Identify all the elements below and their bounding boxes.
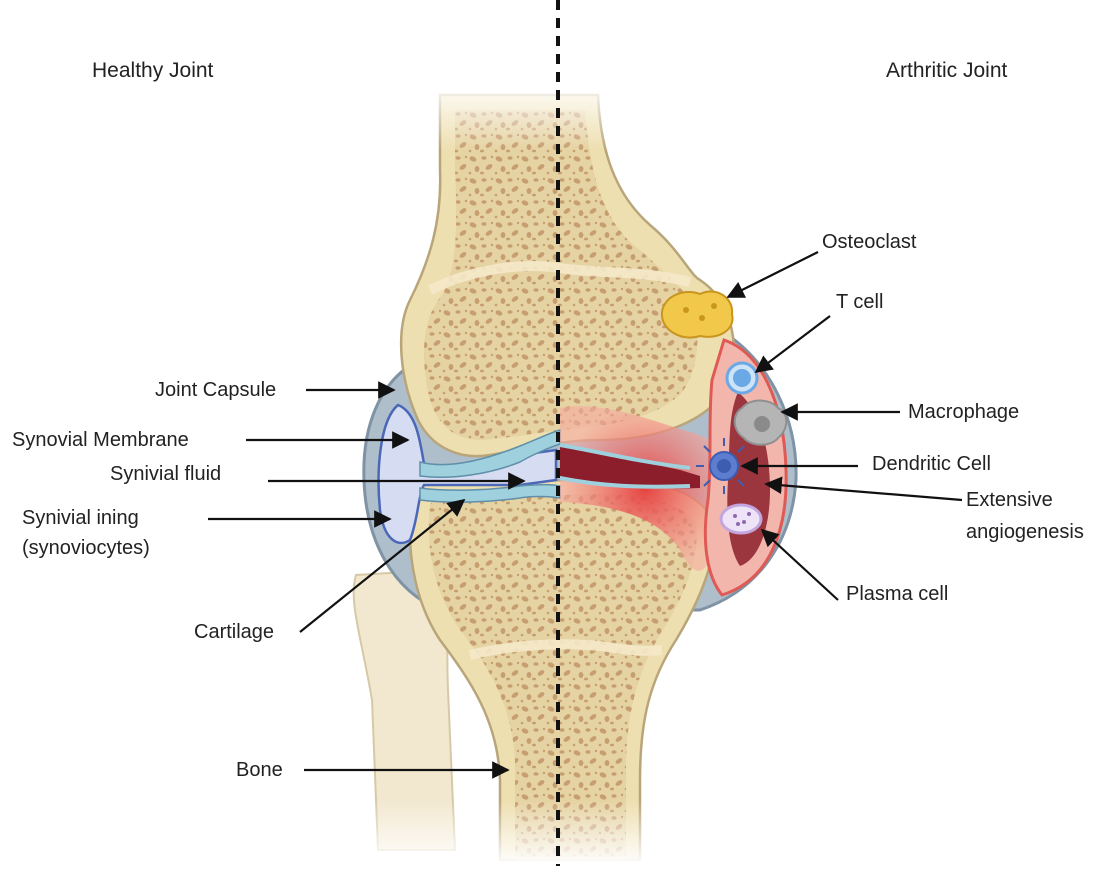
macrophage-icon — [735, 401, 787, 445]
label-synovial-lining: Synivial ining — [22, 506, 139, 530]
label-cartilage: Cartilage — [194, 620, 274, 644]
plasma-cell-icon — [721, 505, 761, 533]
label-macrophage: Macrophage — [908, 400, 1019, 424]
label-dendritic-cell: Dendritic Cell — [872, 452, 991, 476]
label-bone: Bone — [236, 758, 283, 782]
t-cell-icon — [727, 363, 757, 393]
label-osteoclast: Osteoclast — [822, 230, 916, 254]
arrow-osteoclast — [728, 252, 818, 297]
label-synovial-fluid: Synivial fluid — [110, 462, 221, 486]
label-extensive: Extensive — [966, 488, 1053, 512]
label-angiogenesis: angiogenesis — [966, 520, 1084, 544]
label-synovial-membrane: Synovial Membrane — [12, 428, 189, 452]
arthritic-joint-heading: Arthritic Joint — [886, 59, 1007, 83]
label-t-cell: T cell — [836, 290, 883, 314]
osteoclast-icon — [662, 291, 733, 337]
label-plasma-cell: Plasma cell — [846, 582, 948, 606]
arrow-t-cell — [756, 316, 830, 372]
label-joint-capsule: Joint Capsule — [155, 378, 276, 402]
label-synovial-lining-sub: (synoviocytes) — [22, 536, 150, 560]
arrow-plasma-cell — [762, 530, 838, 600]
healthy-joint-heading: Healthy Joint — [92, 59, 213, 83]
